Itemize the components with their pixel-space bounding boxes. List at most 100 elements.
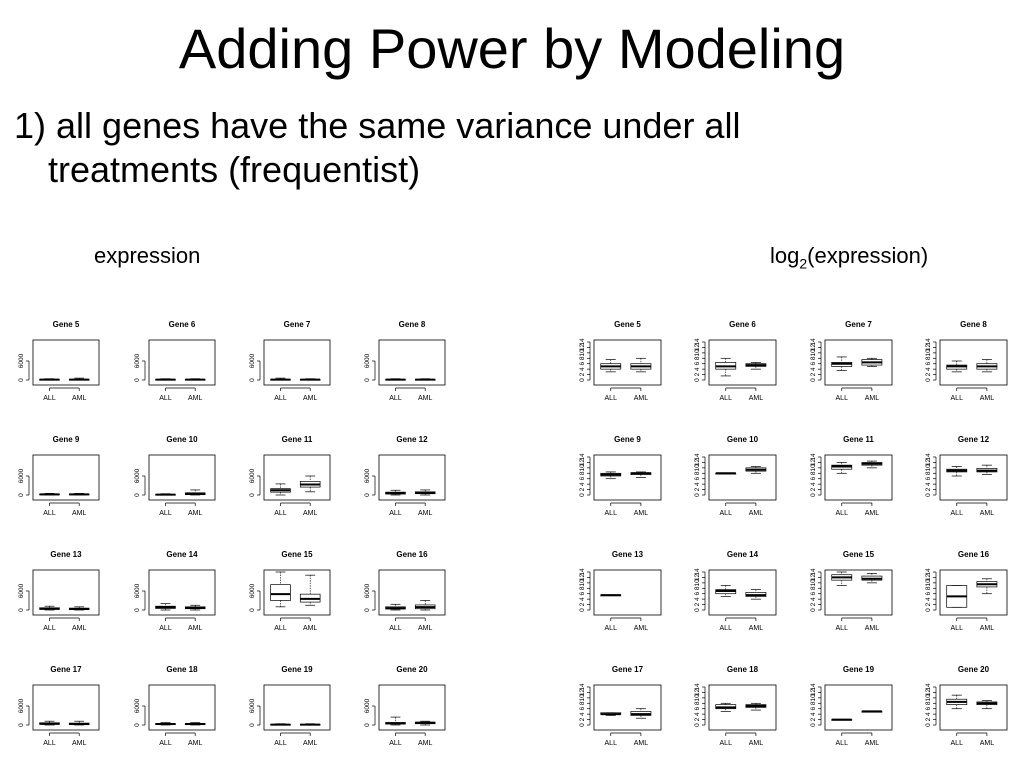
y-tick-label: 10 [579,349,586,357]
y-tick-label: 0 [579,378,586,382]
y-tick-label: 6 [925,592,932,596]
x-tick-label: AML [418,510,433,517]
y-tick-label: 12 [810,573,817,581]
x-tick-label: ALL [951,625,964,632]
y-tick-label: 2 [579,372,586,376]
x-tick-label: ALL [159,395,172,402]
y-tick-label: 10 [579,579,586,587]
y-tick-label: 4 [579,482,586,486]
chart-title: Gene 20 [958,665,990,674]
y-tick-label: 14 [694,683,701,691]
y-tick-label: 2 [810,372,817,376]
bullet-number: 1) [14,105,47,146]
y-tick-label: 0 [249,378,256,382]
y-tick-label: 14 [579,338,586,346]
x-tick-label: AML [634,625,649,632]
y-tick-label: 10 [925,349,932,357]
y-tick-label: 0 [364,723,371,727]
y-tick-label: 4 [925,367,932,371]
y-tick-label: 0 [579,608,586,612]
y-tick-label: 10 [810,464,817,472]
chart-title: Gene 9 [53,435,80,444]
x-tick-label: AML [865,740,880,747]
x-tick-label: ALL [159,510,172,517]
x-tick-label: ALL [605,510,618,517]
chart-title: Gene 18 [727,665,759,674]
y-tick-label: 0 [364,493,371,497]
x-tick-label: AML [72,740,87,747]
y-tick-label: 6000 [364,698,371,713]
y-tick-label: 14 [810,568,817,576]
x-tick-label: ALL [605,395,618,402]
x-tick-label: ALL [43,625,56,632]
x-tick-label: ALL [43,510,56,517]
chart-title: Gene 19 [843,665,875,674]
y-tick-label: 8 [694,701,701,705]
y-tick-label: 6000 [249,353,256,368]
plot-frame [593,454,662,501]
x-tick-label: ALL [389,395,402,402]
y-tick-label: 12 [925,573,932,581]
plot-frame [148,454,216,501]
y-tick-label: 14 [925,453,932,461]
log2-panel-label: log2(expression) [770,242,928,277]
y-tick-label: 6 [694,592,701,596]
y-tick-label: 6 [810,707,817,711]
chart-title: Gene 14 [166,550,198,559]
y-tick-label: 6 [925,362,932,366]
y-tick-label: 6000 [364,353,371,368]
chart-title: Gene 16 [396,550,428,559]
x-tick-label: AML [865,395,880,402]
y-tick-label: 4 [810,597,817,601]
y-tick-label: 6000 [18,583,25,598]
x-tick-label: ALL [274,740,287,747]
chart-title: Gene 17 [612,665,644,674]
y-tick-label: 4 [810,482,817,486]
y-tick-label: 12 [579,343,586,351]
y-tick-label: 0 [925,378,932,382]
x-tick-label: AML [865,625,880,632]
expression-panel-label: expression [94,243,201,268]
chart-title: Gene 7 [284,320,311,329]
x-tick-label: AML [749,625,764,632]
y-tick-label: 0 [810,378,817,382]
y-tick-label: 14 [810,338,817,346]
plot-frame [708,569,777,616]
y-tick-label: 6 [925,477,932,481]
x-tick-label: ALL [836,510,849,517]
x-tick-label: ALL [836,625,849,632]
chart-title: Gene 16 [958,550,990,559]
y-tick-label: 8 [810,471,817,475]
chart-title: Gene 13 [612,550,644,559]
y-tick-label: 14 [925,338,932,346]
plot-frame [824,454,893,501]
x-tick-label: ALL [720,625,733,632]
x-tick-label: ALL [951,395,964,402]
y-tick-label: 2 [694,372,701,376]
y-tick-label: 6000 [134,583,141,598]
y-tick-label: 10 [694,464,701,472]
x-tick-label: ALL [159,740,172,747]
plot-frame [939,684,1008,731]
y-tick-label: 6 [694,707,701,711]
chart-title: Gene 6 [169,320,196,329]
plot-frame [32,454,100,501]
chart-title: Gene 8 [960,320,987,329]
x-tick-label: ALL [605,625,618,632]
x-tick-label: ALL [605,740,618,747]
y-tick-label: 4 [579,597,586,601]
y-tick-label: 8 [810,586,817,590]
plot-frame [32,339,100,386]
box [270,584,291,601]
